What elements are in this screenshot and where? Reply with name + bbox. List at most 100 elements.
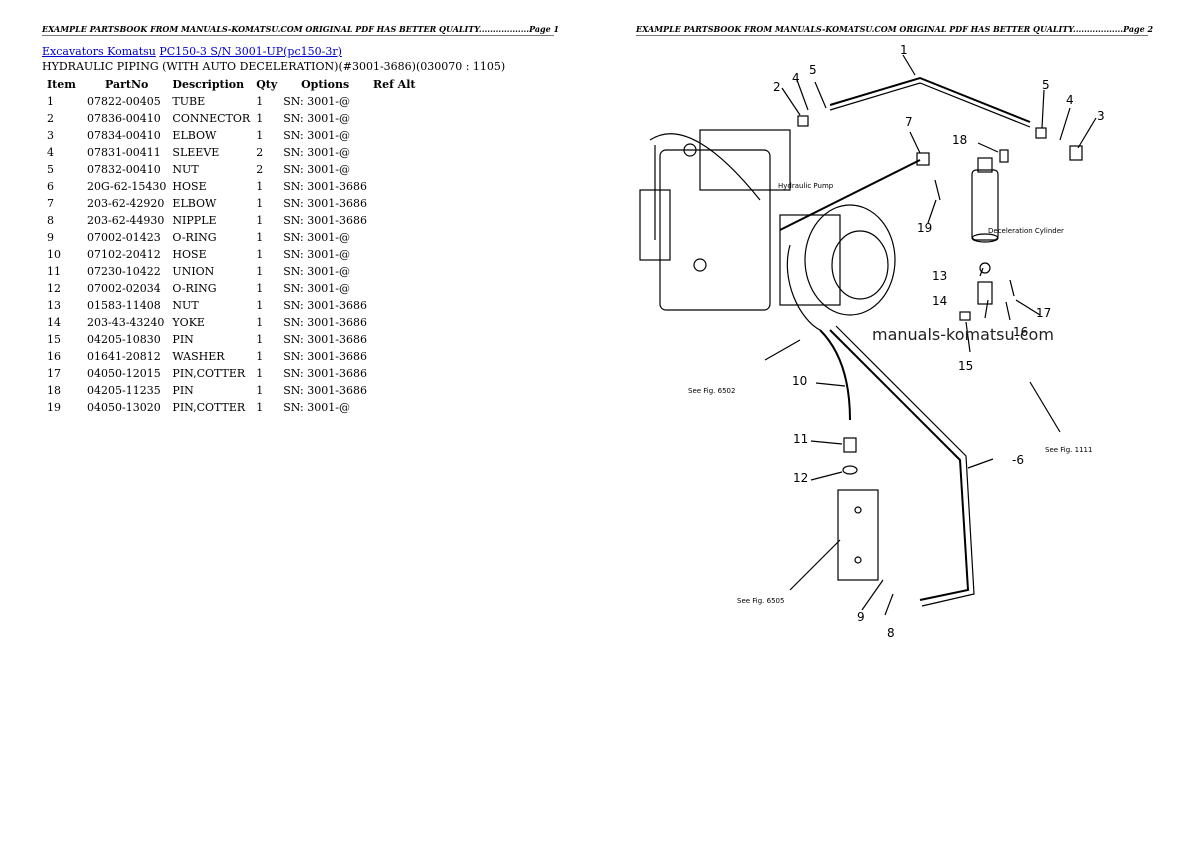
cell-partno: 07834-00410: [87, 129, 161, 142]
column-header-qty: Qty: [256, 78, 278, 91]
svg-text:19: 19: [917, 221, 932, 235]
cell-item: 11: [47, 265, 61, 278]
cell-partno: 07230-10422: [87, 265, 161, 278]
cell-partno: 203-62-44930: [87, 214, 165, 227]
cell-qty: 1: [256, 248, 264, 261]
cell-qty: 1: [256, 180, 264, 193]
cell-refalt: [370, 110, 419, 127]
cell-partno: 07102-20412: [87, 248, 161, 261]
cell-description: UNION: [172, 265, 215, 278]
cell-item: 17: [47, 367, 61, 380]
page-title: HYDRAULIC PIPING (WITH AUTO DECELERATION…: [42, 60, 506, 73]
svg-text:See Fig. 6505: See Fig. 6505: [737, 597, 784, 605]
cell-refalt: [370, 365, 419, 382]
cell-refalt: [370, 161, 419, 178]
cell-qty: 1: [256, 231, 264, 244]
parts-table: Item PartNo Description Qty Options Ref …: [44, 76, 418, 416]
hydraulic-pump-drawing: [639, 129, 896, 316]
cell-qty: 1: [256, 112, 264, 125]
cell-item: 15: [47, 333, 61, 346]
cell-description: PIN,COTTER: [172, 367, 246, 380]
cell-refalt: [370, 297, 419, 314]
hose-10-line: [819, 329, 851, 421]
cell-description: PIN,COTTER: [172, 401, 246, 414]
svg-text:Deceleration Cylinder: Deceleration Cylinder: [988, 227, 1064, 235]
cell-qty: 1: [256, 401, 264, 414]
watermark-text: manuals-komatsu.com: [872, 325, 1054, 344]
breadcrumb-link-model[interactable]: PC150-3 S/N 3001-UP(pc150-3r): [159, 45, 342, 58]
breadcrumb-link-excavators[interactable]: Excavators Komatsu: [42, 45, 156, 58]
cell-refalt: [370, 178, 419, 195]
svg-text:5: 5: [1042, 78, 1050, 92]
cell-qty: 1: [256, 316, 264, 329]
cell-qty: 1: [256, 282, 264, 295]
cell-description: ELBOW: [172, 197, 217, 210]
cell-item: 6: [47, 180, 54, 193]
cell-options: SN: 3001-3686: [283, 214, 367, 227]
cell-partno: 07832-00410: [87, 163, 161, 176]
column-header-options: Options: [301, 78, 350, 91]
cell-refalt: [370, 263, 419, 280]
cell-qty: 1: [256, 367, 264, 380]
hose-6-line: [829, 329, 970, 601]
cell-refalt: [370, 399, 419, 416]
svg-text:-6: -6: [1012, 453, 1024, 467]
cell-options: SN: 3001-@: [283, 282, 350, 295]
cell-partno: 203-43-43240: [87, 316, 165, 329]
svg-text:Hydraulic Pump: Hydraulic Pump: [778, 182, 834, 190]
svg-text:8: 8: [887, 626, 895, 640]
svg-text:16: 16: [1013, 325, 1028, 339]
cell-description: HOSE: [172, 180, 207, 193]
cell-partno: 20G-62-15430: [87, 180, 167, 193]
cell-description: WASHER: [172, 350, 225, 363]
cell-description: NUT: [172, 163, 199, 176]
valve-block-drawing: [837, 489, 879, 581]
svg-text:14: 14: [932, 294, 947, 308]
cell-item: 4: [47, 146, 54, 159]
cell-partno: 07822-00405: [87, 95, 161, 108]
cell-refalt: [370, 314, 419, 331]
svg-text:See Fig. 6502: See Fig. 6502: [688, 387, 735, 395]
cell-options: SN: 3001-3686: [283, 180, 367, 193]
cell-refalt: [370, 331, 419, 348]
cell-item: 19: [47, 401, 61, 414]
cell-options: SN: 3001-@: [283, 112, 350, 125]
cell-qty: 2: [256, 146, 264, 159]
cell-qty: 1: [256, 333, 264, 346]
cell-options: SN: 3001-@: [283, 163, 350, 176]
cell-description: CONNECTOR: [172, 112, 251, 125]
cell-qty: 1: [256, 350, 264, 363]
deceleration-cylinder-drawing: [971, 157, 999, 243]
svg-text:5: 5: [809, 63, 817, 77]
cell-qty: 1: [256, 197, 264, 210]
cell-options: SN: 3001-3686: [283, 197, 367, 210]
cell-options: SN: 3001-@: [283, 265, 350, 278]
cell-item: 9: [47, 231, 54, 244]
cell-description: PIN: [172, 333, 194, 346]
column-header-refalt: Ref Alt: [372, 78, 416, 91]
cell-options: SN: 3001-3686: [283, 316, 367, 329]
yoke-drawing: [977, 281, 993, 305]
cell-options: SN: 3001-3686: [283, 333, 367, 346]
cell-description: TUBE: [172, 95, 206, 108]
page-header-left: EXAMPLE PARTSBOOK FROM MANUALS-KOMATSU.C…: [42, 24, 560, 36]
cell-partno: 07002-02034: [87, 282, 161, 295]
cell-refalt: [370, 93, 419, 110]
cell-options: SN: 3001-@: [283, 95, 350, 108]
svg-text:4: 4: [792, 71, 800, 85]
svg-text:17: 17: [1036, 306, 1051, 320]
cell-partno: 07831-00411: [87, 146, 161, 159]
svg-text:7: 7: [905, 115, 913, 129]
cell-partno: 01641-20812: [87, 350, 161, 363]
svg-text:3: 3: [1097, 109, 1105, 123]
